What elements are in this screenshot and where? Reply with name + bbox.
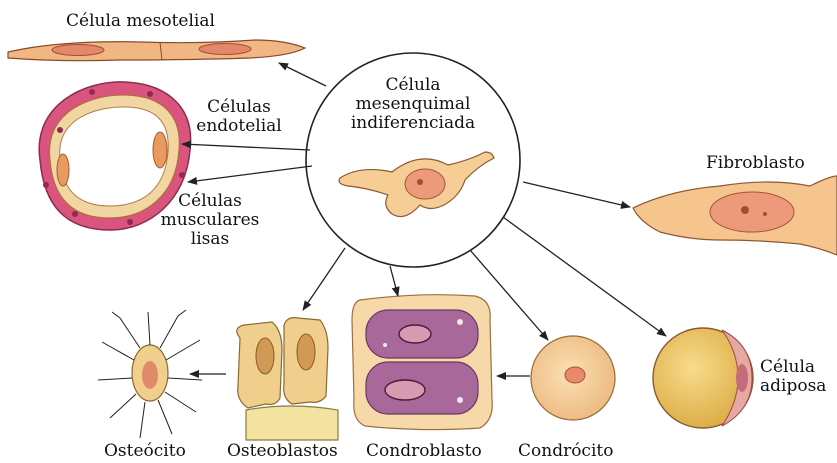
label-fibroblast: Fibroblasto [706,154,805,173]
label-endothelial: Células endotelial [186,98,292,136]
chondroblast-cell [352,295,492,430]
arrow-to-muscle [188,166,312,182]
center-label-line3: indiferenciada [350,114,476,133]
arrow-to-mesothelial [279,63,326,86]
arrow-to-chondroblast [390,266,398,296]
label-smooth-muscle-line1: Células [156,192,264,211]
label-adipose-line1: Célula [760,358,826,377]
label-chondroblast: Condroblasto [366,442,482,461]
label-smooth-muscle: Células musculares lisas [156,192,264,249]
fibroblast-cell [633,176,837,255]
center-label-line2: mesenquimal [350,95,476,114]
label-endothelial-line2: endotelial [186,117,292,136]
center-label: Célula mesenquimal indiferenciada [350,76,476,133]
label-osteoblasts: Osteoblastos [227,442,338,461]
label-adipose-line2: adiposa [760,377,826,396]
label-smooth-muscle-line3: lisas [156,230,264,249]
label-smooth-muscle-line2: musculares [156,211,264,230]
osteocyte-cell [98,310,202,438]
arrow-to-fibroblast [523,182,630,207]
chondrocyte-cell [531,336,615,420]
label-adipose: Célula adiposa [760,358,826,396]
mesothelial-cell [8,40,305,61]
arrow-to-osteoblasts [303,248,345,310]
arrow-to-adipose [503,217,666,336]
label-chondrocyte: Condrócito [518,442,613,461]
center-label-line1: Célula [350,76,476,95]
label-endothelial-line1: Células [186,98,292,117]
label-osteocyte: Osteócito [104,442,186,461]
adipose-cell [653,328,753,428]
osteoblasts-cells [237,318,338,440]
arrow-to-endothelial [182,144,310,150]
label-mesothelial: Célula mesotelial [66,12,215,31]
